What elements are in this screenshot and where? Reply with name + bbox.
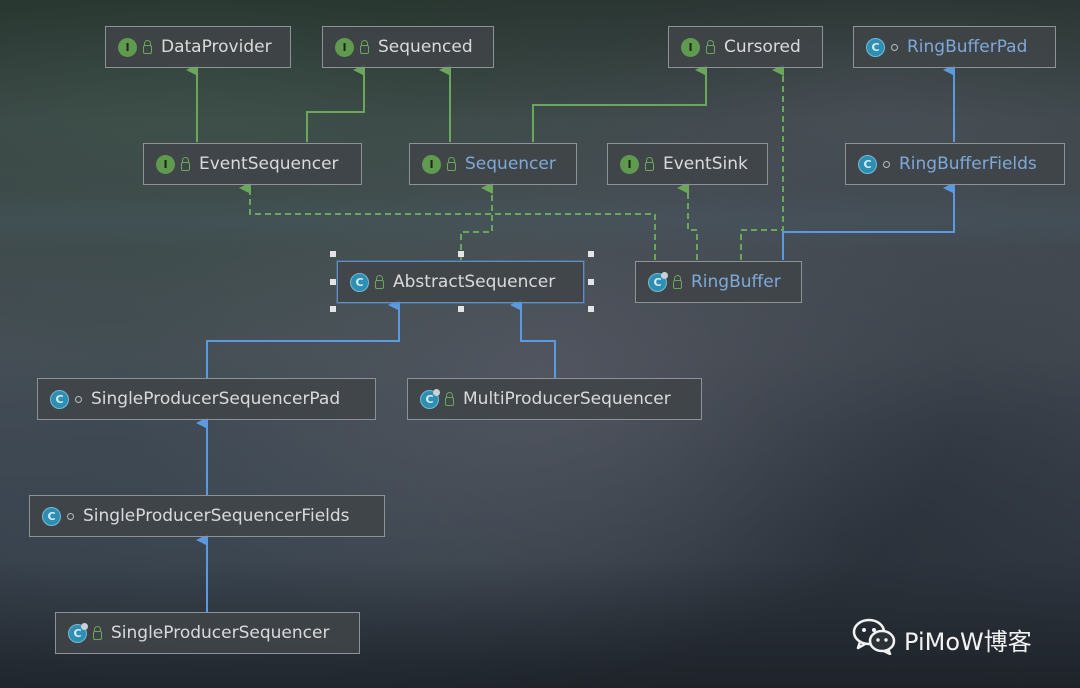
public-access-icon	[375, 274, 384, 289]
class-icon: C	[42, 506, 61, 526]
class-icon: C	[350, 272, 369, 292]
node-label: EventSequencer	[199, 154, 339, 174]
interface-icon: I	[156, 154, 175, 174]
edge-abstractsequencer-sequencer	[460, 182, 493, 260]
public-access-icon	[143, 39, 152, 54]
node-multiproducersequencer[interactable]: C MultiProducerSequencer	[407, 378, 702, 420]
public-access-icon	[645, 156, 654, 171]
interface-icon: I	[620, 154, 639, 174]
interface-icon: I	[335, 37, 354, 57]
selection-handle[interactable]	[330, 306, 336, 312]
node-label: SingleProducerSequencerPad	[91, 389, 341, 409]
abstract-class-icon: C	[648, 271, 668, 292]
selection-handle[interactable]	[330, 251, 336, 257]
abstract-class-icon: C	[420, 388, 440, 409]
abstract-class-icon: C	[68, 622, 88, 643]
public-access-icon	[445, 391, 454, 406]
node-label: EventSink	[663, 154, 748, 174]
node-label: RingBufferPad	[907, 37, 1028, 57]
class-icon: C	[858, 154, 877, 174]
node-label: RingBuffer	[691, 272, 781, 292]
node-label: SingleProducerSequencerFields	[83, 506, 350, 526]
node-cursored[interactable]: I Cursored	[668, 26, 823, 68]
node-label: Sequenced	[378, 37, 473, 57]
node-ringbufferpad[interactable]: C RingBufferPad	[853, 26, 1056, 68]
node-label: Sequencer	[465, 154, 556, 174]
selection-handle[interactable]	[458, 306, 464, 312]
public-access-icon	[673, 274, 682, 289]
node-ringbufferfields[interactable]: C RingBufferFields	[845, 143, 1065, 185]
node-label: DataProvider	[161, 37, 272, 57]
watermark-text: PiMoW博客	[904, 627, 1032, 656]
node-label: RingBufferFields	[899, 154, 1037, 174]
edge-ringbuffer-ringbufferfields	[782, 182, 955, 260]
watermark: PiMoW博客	[852, 617, 1032, 661]
interface-icon: I	[681, 37, 700, 57]
public-access-icon	[93, 625, 102, 640]
edge-ringbuffer-cursored	[740, 64, 784, 260]
class-icon: C	[50, 389, 69, 409]
public-access-icon	[360, 39, 369, 54]
edge-eventsequencer-sequenced	[306, 64, 365, 142]
node-singleproducersequencerpad[interactable]: C SingleProducerSequencerPad	[37, 378, 376, 420]
node-sequenced[interactable]: I Sequenced	[322, 26, 494, 68]
selection-handle[interactable]	[588, 251, 594, 257]
package-access-icon	[75, 395, 82, 403]
node-abstractsequencer[interactable]: C AbstractSequencer	[337, 261, 584, 303]
selection-handle[interactable]	[588, 306, 594, 312]
class-icon: C	[866, 37, 885, 57]
interface-icon: I	[422, 154, 441, 174]
node-singleproducersequencer[interactable]: C SingleProducerSequencer	[55, 612, 360, 654]
edge-multiproducersequencer-abstractsequencer	[510, 299, 556, 378]
package-access-icon	[883, 160, 890, 168]
node-sequencer[interactable]: I Sequencer	[409, 143, 577, 185]
edge-singleproducersequencerpad-abstractsequencer	[206, 299, 400, 378]
node-singleproducersequencerfields[interactable]: C SingleProducerSequencerFields	[29, 495, 385, 537]
selection-handle[interactable]	[588, 279, 594, 285]
node-label: Cursored	[724, 37, 801, 57]
node-label: MultiProducerSequencer	[463, 389, 671, 409]
node-label: SingleProducerSequencer	[111, 623, 330, 643]
edge-ringbuffer-eventsink	[677, 182, 698, 260]
node-eventsequencer[interactable]: I EventSequencer	[143, 143, 362, 185]
public-access-icon	[181, 156, 190, 171]
node-dataprovider[interactable]: I DataProvider	[105, 26, 291, 68]
package-access-icon	[891, 43, 898, 51]
selection-handle[interactable]	[330, 279, 336, 285]
edge-ringbuffer-eventsequencer	[239, 182, 656, 260]
interface-icon: I	[118, 37, 137, 57]
node-ringbuffer[interactable]: C RingBuffer	[635, 261, 802, 303]
public-access-icon	[706, 39, 715, 54]
node-label: AbstractSequencer	[393, 272, 556, 292]
node-eventsink[interactable]: I EventSink	[607, 143, 768, 185]
wechat-icon	[852, 617, 896, 661]
selection-handle[interactable]	[458, 251, 464, 257]
edge-sequencer-cursored	[532, 64, 707, 142]
public-access-icon	[447, 156, 456, 171]
package-access-icon	[67, 512, 74, 520]
